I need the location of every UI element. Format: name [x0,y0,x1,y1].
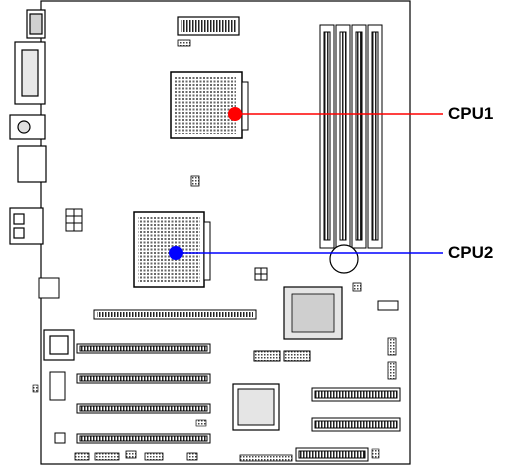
memory-slots [319,24,383,249]
small-outline-right [377,300,399,311]
cpu2-label: CPU2 [448,243,494,262]
small-header-pci [195,419,207,427]
aux-power-connector [65,208,83,232]
cmos-battery [329,244,359,274]
northbridge-chip [283,286,343,340]
small-jumper-1 [190,175,200,187]
atx-power-connector [177,16,240,36]
square-component-left [38,277,60,299]
small-component-bottom-right [371,448,380,459]
pci-slots [76,343,211,444]
small-chip-right [352,282,362,292]
cpu1-socket [170,71,249,139]
small-square-bottom-left [54,432,66,444]
ide-connectors [295,387,401,462]
cpu2-socket [133,211,211,288]
agp-slot [93,309,257,320]
io-controller-chip [43,329,75,361]
cpu2-marker [169,246,183,260]
rear-io-ports [9,9,47,245]
tiny-component-left [32,384,39,393]
small-4pin-connector [254,267,268,281]
cpu1-marker [228,107,242,121]
rect-component-left [49,371,66,401]
vertical-headers-right [387,337,397,380]
southbridge-chip [232,383,280,431]
audio-jack-stack [9,207,44,245]
cpu1-label: CPU1 [448,104,494,123]
usb-headers [253,350,311,362]
usb-lan-port [17,145,47,183]
small-header-top [177,39,191,47]
bottom-headers [74,450,293,462]
